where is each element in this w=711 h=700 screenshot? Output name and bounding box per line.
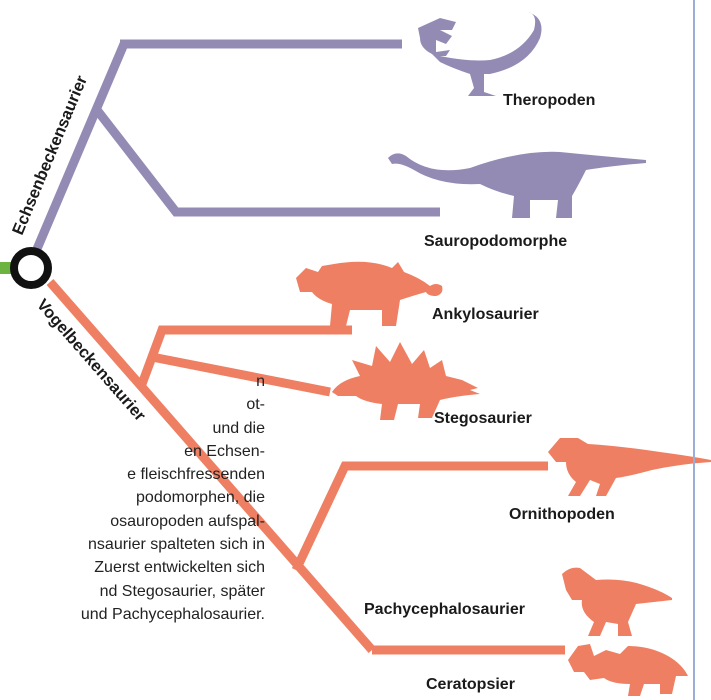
body-text-line: nsaurier spalteten sich in	[0, 533, 265, 556]
root-node	[14, 251, 48, 285]
body-text-line: podomorphen, die	[0, 486, 265, 509]
page-frame-border	[693, 0, 695, 700]
body-text: n ot- und die en Echsen- e fleischfresse…	[0, 370, 265, 626]
ornithopoden-label: Ornithopoden	[509, 506, 615, 523]
theropoden-label: Theropoden	[503, 92, 595, 109]
stegosaurus-silhouette-icon	[332, 342, 480, 420]
body-text-line: en Echsen-	[0, 440, 265, 463]
ceratopsier-label: Ceratopsier	[426, 676, 515, 693]
ankylosaurier-label: Ankylosaurier	[432, 306, 539, 323]
ornithopod-silhouette-icon	[548, 438, 711, 496]
body-text-line: und Pachycephalosaurier.	[0, 603, 265, 626]
stegosaurier-label: Stegosaurier	[434, 410, 532, 427]
body-text-line: Zuerst entwickelten sich	[0, 556, 265, 579]
sauropodomorphe-label: Sauropodomorphe	[424, 233, 567, 250]
pachycephalosaurier-label: Pachycephalosaurier	[364, 601, 525, 618]
pachycephalosaurus-silhouette-icon	[562, 568, 672, 636]
ankylosaurus-silhouette-icon	[296, 262, 442, 326]
body-text-line: ot-	[0, 393, 265, 416]
body-text-line: e fleischfressenden	[0, 463, 265, 486]
tyrannosaurus-silhouette-icon	[418, 12, 542, 96]
body-text-line: nd Stegosaurier, später	[0, 580, 265, 603]
body-text-line: und die	[0, 417, 265, 440]
body-text-line: n	[0, 370, 265, 393]
sauropodomorphe-branch	[97, 110, 440, 212]
triceratops-silhouette-icon	[568, 644, 688, 696]
body-text-line: osauropoden aufspal-	[0, 510, 265, 533]
saurischia-branches	[34, 44, 440, 256]
